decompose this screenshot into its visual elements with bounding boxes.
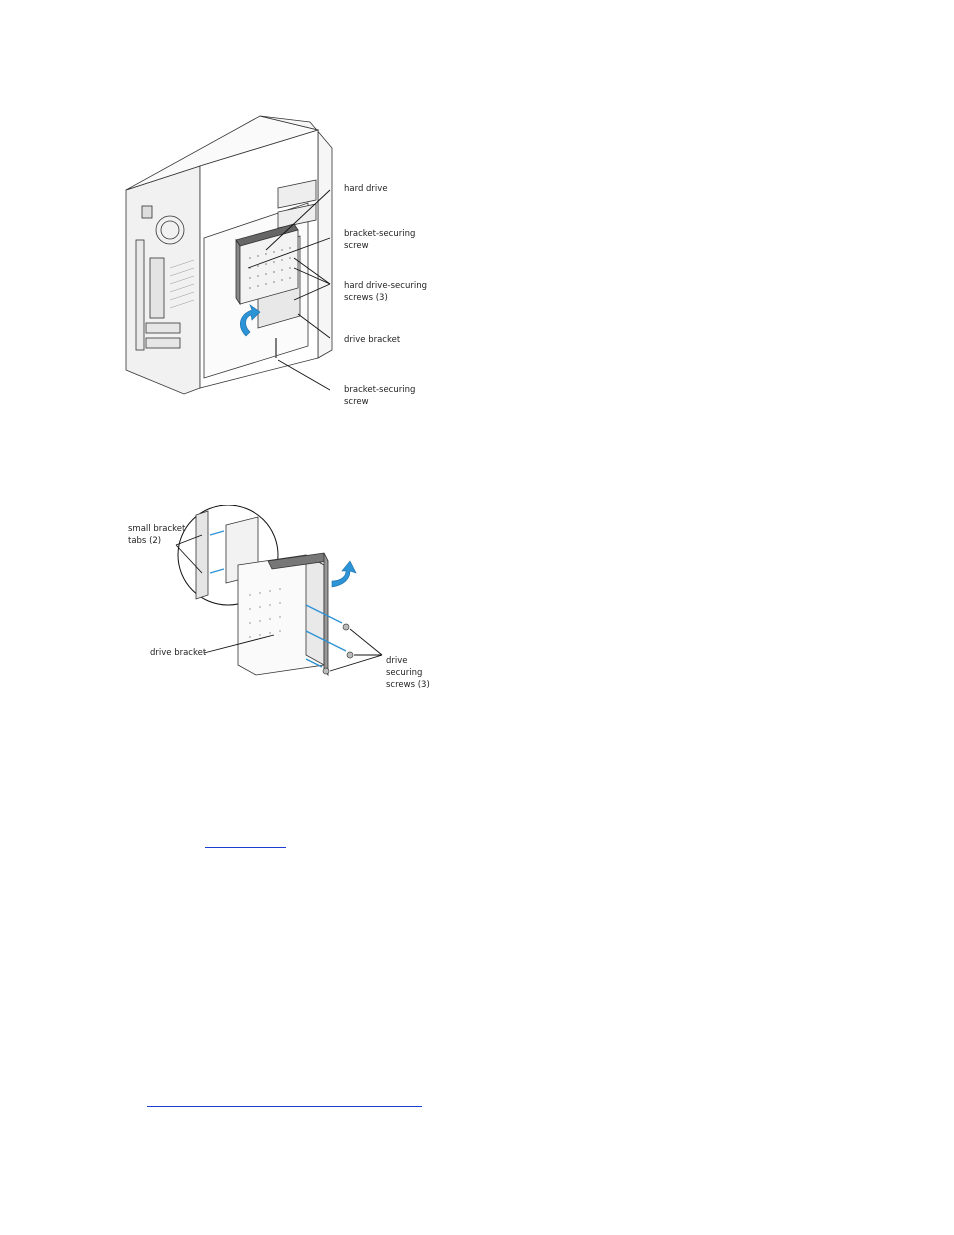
cross-reference-link-1[interactable] <box>205 847 286 848</box>
figure1-leader-lines <box>247 189 331 391</box>
label-drive-bracket-2: drive bracket <box>150 648 207 658</box>
label-drive-securing-screws: drive <box>386 656 408 666</box>
label-bracket-securing-screw-bottom: bracket-securing <box>344 385 415 395</box>
label-drive-bracket: drive bracket <box>344 335 401 345</box>
label-bracket-securing-screw-bottom-2: screw <box>344 397 369 407</box>
hard-drive-illustration <box>235 223 299 306</box>
label-hard-drive-securing-screws: hard drive-securing <box>344 281 427 291</box>
cross-reference-link-2[interactable] <box>147 1106 422 1107</box>
label-hard-drive-securing-screws-2: screws (3) <box>344 293 388 303</box>
rotate-arrow-icon <box>240 304 261 337</box>
label-small-bracket-tabs-2: tabs (2) <box>128 536 161 546</box>
label-drive-securing-screws-2: securing <box>386 668 422 678</box>
drive-bracket-figure: small bracket tabs (2) drive bracket dri… <box>128 505 430 690</box>
label-drive-securing-screws-3: screws (3) <box>386 680 430 690</box>
drive-bracket-illustration <box>177 505 357 677</box>
label-hard-drive: hard drive <box>344 184 388 194</box>
insert-arrow-icon <box>331 560 357 588</box>
label-bracket-securing-screw-top: bracket-securing <box>344 229 415 239</box>
chassis-illustration <box>125 115 333 395</box>
label-bracket-securing-screw-top-2: screw <box>344 241 369 251</box>
label-small-bracket-tabs: small bracket <box>128 524 186 534</box>
hard-drive-removal-figure: hard drive bracket-securing screw hard d… <box>125 115 427 407</box>
figure2-leader-lines <box>175 534 383 672</box>
